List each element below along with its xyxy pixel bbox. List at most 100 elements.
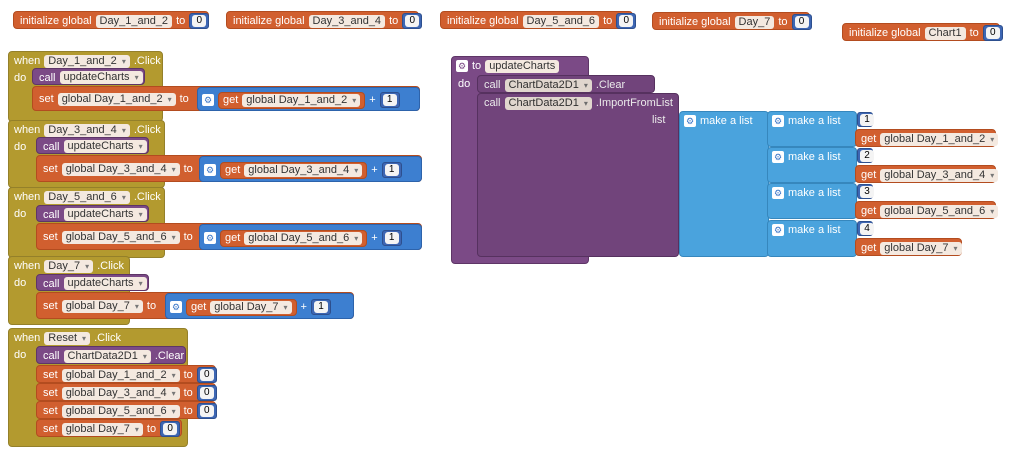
init-var-name[interactable]: Day_5_and_6: [522, 14, 600, 28]
reset-value[interactable]: 0: [199, 405, 214, 417]
make-list-3[interactable]: ⚙ make a list: [767, 183, 857, 219]
increment-value[interactable]: 1: [384, 232, 399, 244]
set-block-day7[interactable]: set global Day_7 to ⚙ get global Day_7 +…: [36, 292, 354, 319]
init-value[interactable]: 0: [794, 16, 809, 28]
gear-icon[interactable]: ⚙: [456, 60, 468, 72]
increment-value[interactable]: 1: [384, 164, 399, 176]
math-add-block[interactable]: ⚙ get global Day_1_and_2 + 1: [197, 87, 420, 111]
init-value[interactable]: 0: [192, 15, 207, 27]
init-block-day56[interactable]: initialize global Day_5_and_6 to 0: [440, 11, 637, 29]
reset-value[interactable]: 0: [163, 423, 178, 435]
get-block-day12[interactable]: get global Day_1_and_2: [855, 129, 999, 147]
set-var-dropdown[interactable]: global Day_7: [61, 299, 143, 313]
call-chart-clear[interactable]: call ChartData2D1 .Clear: [36, 346, 186, 364]
gear-icon[interactable]: ⚙: [170, 301, 182, 313]
gear-icon[interactable]: ⚙: [772, 224, 784, 236]
set-var-dropdown[interactable]: global Day_3_and_4: [61, 162, 180, 176]
set-var-dropdown[interactable]: global Day_1_and_2: [57, 92, 176, 106]
number-block[interactable]: 4: [857, 221, 874, 236]
gear-icon[interactable]: ⚙: [204, 232, 216, 244]
call-updateCharts-3[interactable]: call updateCharts: [36, 205, 149, 222]
set-var-dropdown[interactable]: global Day_1_and_2: [61, 368, 180, 382]
get-block[interactable]: get global Day_5_and_6: [220, 229, 368, 247]
set-block-day56[interactable]: set global Day_5_and_6 to ⚙ get global D…: [36, 223, 422, 250]
get-var-dropdown[interactable]: global Day_5_and_6: [244, 231, 363, 245]
number-value[interactable]: 4: [860, 223, 874, 235]
component-dropdown[interactable]: ChartData2D1: [504, 96, 592, 110]
make-list-4[interactable]: ⚙ make a list: [767, 220, 857, 257]
number-block[interactable]: 2: [857, 148, 874, 163]
get-block[interactable]: get global Day_7: [186, 298, 297, 316]
call-chart-importfromlist[interactable]: call ChartData2D1 .ImportFromList list: [477, 93, 679, 257]
init-value[interactable]: 0: [985, 27, 1000, 39]
gear-icon[interactable]: ⚙: [772, 151, 784, 163]
increment-value[interactable]: 1: [382, 94, 397, 106]
get-block-day34[interactable]: get global Day_3_and_4: [855, 165, 999, 183]
get-var-dropdown[interactable]: global Day_7: [210, 300, 292, 314]
make-list-1[interactable]: ⚙ make a list: [767, 111, 857, 147]
number-value[interactable]: 1: [860, 114, 874, 126]
gear-icon[interactable]: ⚙: [772, 187, 784, 199]
set-var-dropdown[interactable]: global Day_7: [61, 422, 143, 436]
make-list-outer[interactable]: ⚙ make a list: [679, 111, 769, 257]
init-var-name[interactable]: Day_3_and_4: [308, 14, 386, 28]
init-var-name[interactable]: Chart1: [924, 26, 966, 40]
set-block-day34[interactable]: set global Day_3_and_4 to ⚙ get global D…: [36, 155, 422, 182]
component-dropdown[interactable]: ChartData2D1: [63, 349, 151, 363]
set-var-dropdown[interactable]: global Day_3_and_4: [61, 386, 180, 400]
init-block-day7[interactable]: initialize global Day_7 to 0: [652, 12, 812, 30]
number-value[interactable]: 3: [860, 186, 874, 198]
procedure-dropdown[interactable]: updateCharts: [63, 208, 147, 221]
get-block-day7[interactable]: get global Day_7: [855, 238, 962, 256]
reset-value[interactable]: 0: [199, 369, 214, 381]
reset-value[interactable]: 0: [199, 387, 214, 399]
reset-set-day56[interactable]: set global Day_5_and_6 to 0: [36, 401, 217, 419]
set-var-dropdown[interactable]: global Day_5_and_6: [61, 404, 180, 418]
reset-set-day12[interactable]: set global Day_1_and_2 to 0: [36, 365, 217, 383]
gear-icon[interactable]: ⚙: [684, 115, 696, 127]
number-value[interactable]: 2: [860, 150, 874, 162]
get-var-dropdown[interactable]: global Day_7: [880, 241, 962, 255]
math-add-block[interactable]: ⚙ get global Day_3_and_4 + 1: [199, 156, 422, 182]
procedure-dropdown[interactable]: updateCharts: [63, 277, 147, 290]
init-value[interactable]: 0: [405, 15, 420, 27]
init-block-chart1[interactable]: initialize global Chart1 to 0: [842, 23, 1003, 41]
init-value[interactable]: 0: [619, 15, 634, 27]
get-block[interactable]: get global Day_1_and_2: [218, 91, 366, 109]
call-chart-clear-proc[interactable]: call ChartData2D1 .Clear: [477, 75, 655, 93]
increment-value[interactable]: 1: [313, 301, 328, 313]
reset-set-day34[interactable]: set global Day_3_and_4 to 0: [36, 383, 217, 401]
math-add-block[interactable]: ⚙ get global Day_7 + 1: [165, 293, 354, 319]
procedure-dropdown[interactable]: updateCharts: [59, 71, 143, 84]
get-var-dropdown[interactable]: global Day_3_and_4: [880, 168, 999, 182]
math-add-block[interactable]: ⚙ get global Day_5_and_6 + 1: [199, 224, 422, 250]
get-var-dropdown[interactable]: global Day_1_and_2: [880, 132, 999, 146]
set-block-day12[interactable]: set global Day_1_and_2 to ⚙ get global D…: [32, 86, 420, 111]
call-updateCharts-4[interactable]: call updateCharts: [36, 274, 149, 291]
init-var-name[interactable]: Day_1_and_2: [95, 14, 173, 28]
component-dropdown[interactable]: Reset: [44, 331, 91, 345]
call-updateCharts-2[interactable]: call updateCharts: [36, 137, 149, 154]
procedure-dropdown[interactable]: updateCharts: [63, 140, 147, 153]
set-var-dropdown[interactable]: global Day_5_and_6: [61, 230, 180, 244]
init-block-day34[interactable]: initialize global Day_3_and_4 to 0: [226, 11, 423, 29]
gear-icon[interactable]: ⚙: [772, 115, 784, 127]
component-dropdown[interactable]: ChartData2D1: [504, 78, 592, 92]
get-var-dropdown[interactable]: global Day_1_and_2: [242, 93, 361, 107]
call-updateCharts-1[interactable]: call updateCharts: [32, 68, 145, 85]
init-block-day12[interactable]: initialize global Day_1_and_2 to 0: [13, 11, 210, 29]
get-block-day56[interactable]: get global Day_5_and_6: [855, 201, 999, 219]
gear-icon[interactable]: ⚙: [204, 164, 216, 176]
number-block[interactable]: 1: [857, 112, 874, 127]
component-dropdown[interactable]: Day_1_and_2: [44, 54, 130, 68]
component-dropdown[interactable]: Day_5_and_6: [44, 190, 130, 204]
get-var-dropdown[interactable]: global Day_3_and_4: [244, 163, 363, 177]
get-var-dropdown[interactable]: global Day_5_and_6: [880, 204, 999, 218]
procedure-name-field[interactable]: updateCharts: [485, 59, 560, 73]
component-dropdown[interactable]: Day_3_and_4: [44, 123, 130, 137]
init-var-name[interactable]: Day_7: [734, 15, 775, 29]
component-dropdown[interactable]: Day_7: [44, 259, 94, 273]
gear-icon[interactable]: ⚙: [202, 94, 214, 106]
make-list-2[interactable]: ⚙ make a list: [767, 147, 857, 183]
reset-set-day7[interactable]: set global Day_7 to 0: [36, 419, 182, 437]
